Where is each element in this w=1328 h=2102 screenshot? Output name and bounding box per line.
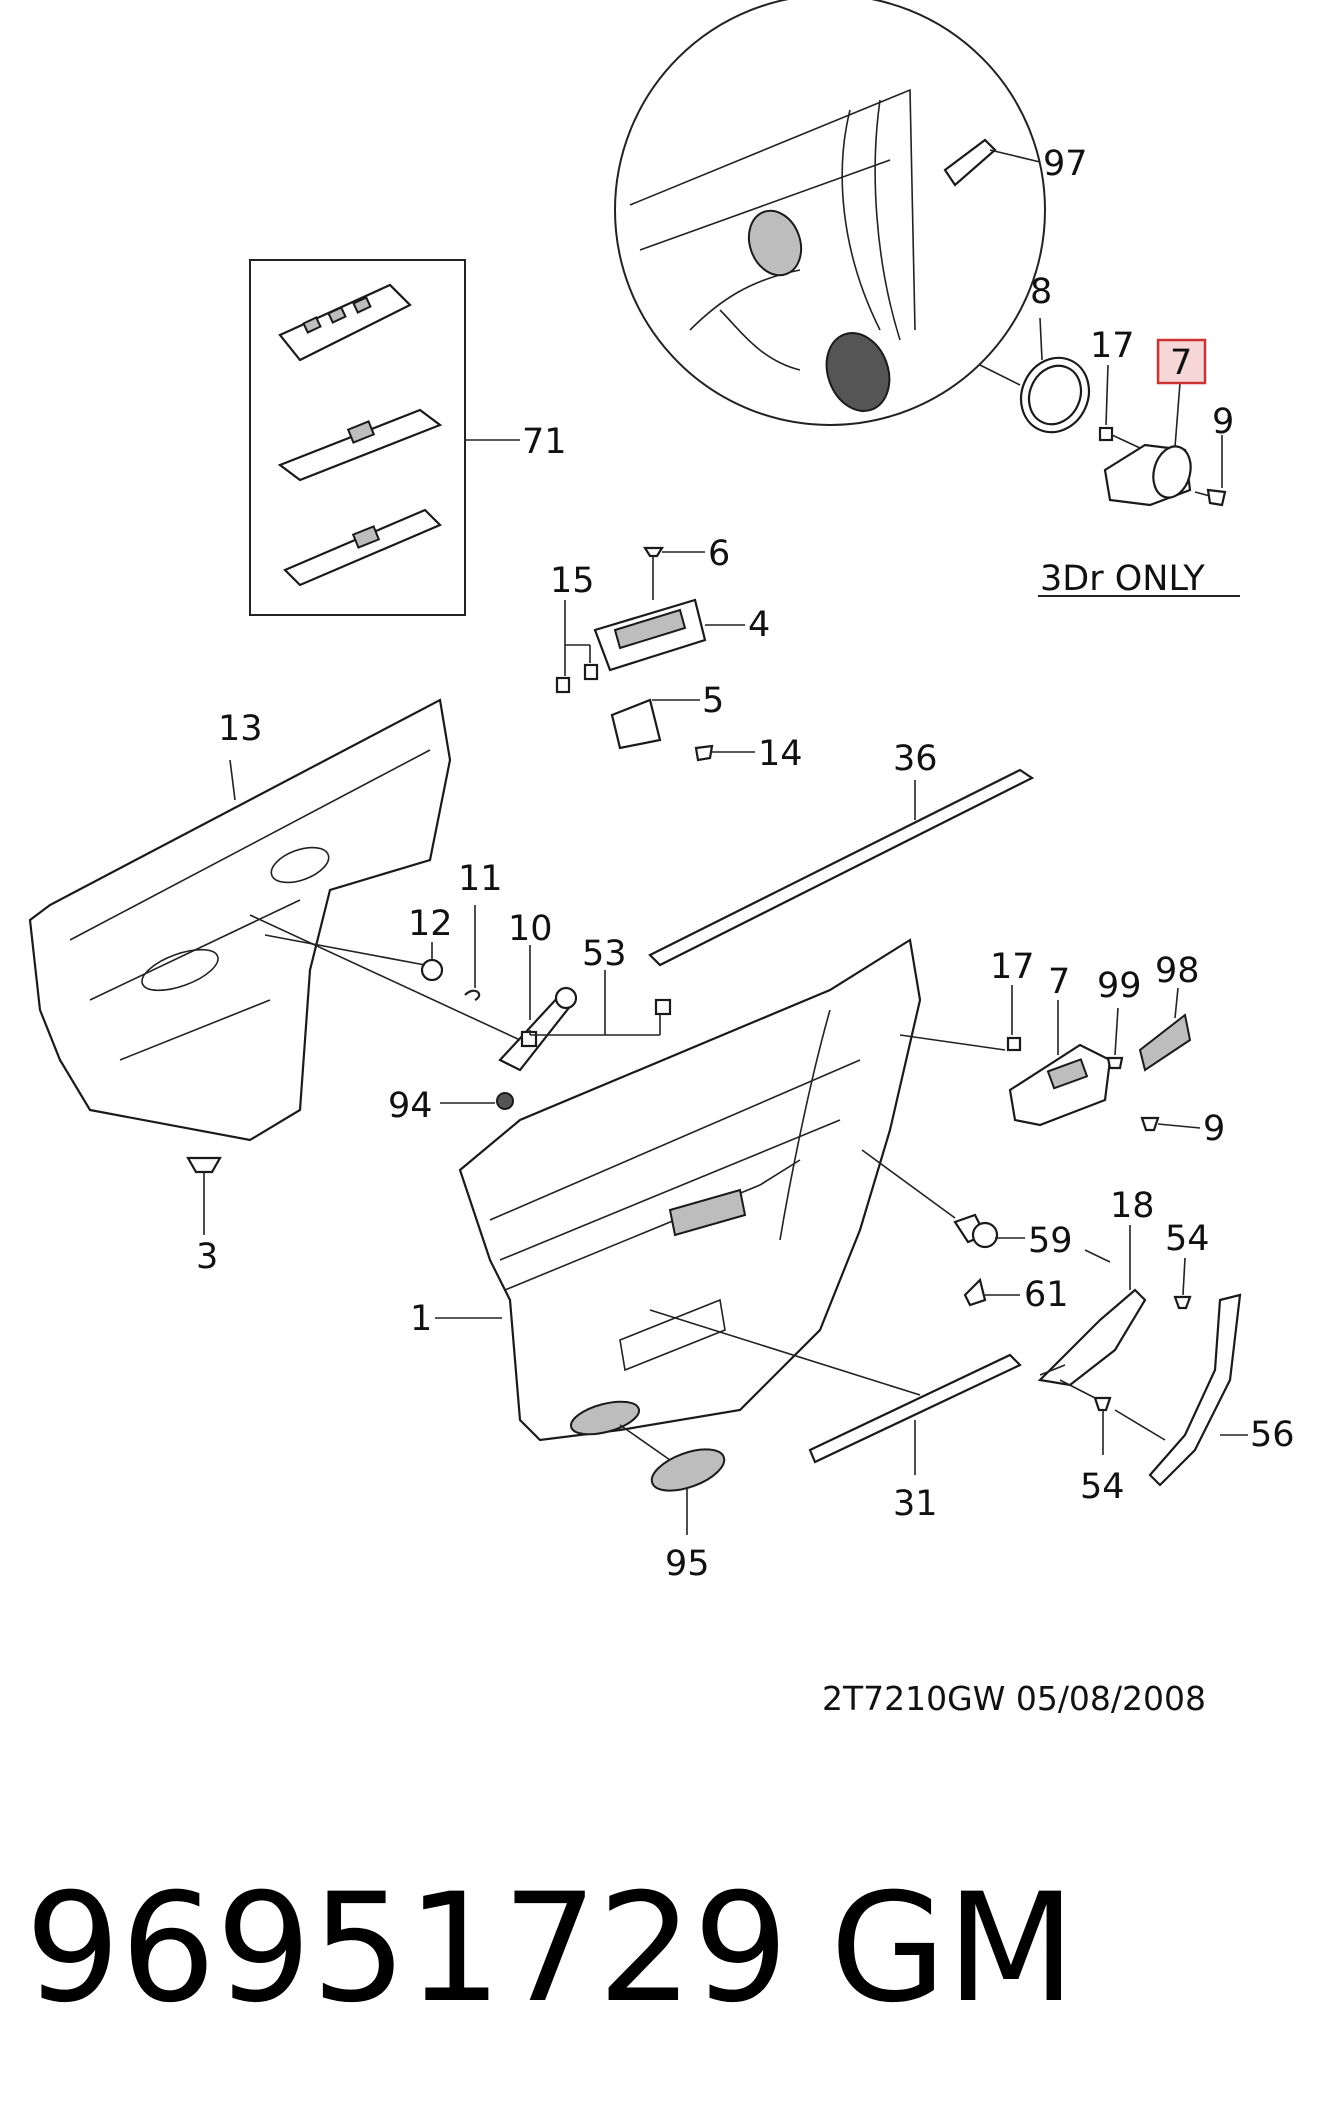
callout-31: 31 [893, 1484, 938, 1524]
brand-caption: GM [830, 1862, 1076, 2036]
callout-10: 10 [508, 909, 553, 949]
screw-9-mid [1140, 1116, 1201, 1132]
handle-assembly-7-highlight [1103, 382, 1192, 507]
callout-97: 97 [1043, 144, 1088, 184]
screw-9-top [1194, 435, 1227, 507]
callout-98: 98 [1155, 951, 1200, 991]
nut-17-mid [1006, 985, 1022, 1052]
belt-molding-36 [648, 768, 1035, 967]
water-deflector-13 [28, 698, 452, 1142]
nut-17-top [1098, 364, 1141, 449]
armrest-trim-31 [649, 1309, 1022, 1475]
pillar-trim-56 [1114, 1293, 1248, 1487]
screw-54-bottom [1059, 1379, 1112, 1455]
callout-18: 18 [1110, 1186, 1155, 1226]
switch-bezel-4 [593, 598, 745, 672]
window-switch-box-71 [249, 259, 520, 616]
callout-53: 53 [582, 934, 627, 974]
callout-54-top: 54 [1165, 1219, 1210, 1259]
callout-54-bottom: 54 [1080, 1467, 1125, 1507]
callout-7-mid: 7 [1048, 962, 1070, 1002]
bracket-5 [610, 698, 700, 750]
clip-11 [464, 905, 481, 1001]
speaker-grille-95 [619, 1424, 726, 1535]
callout-36: 36 [893, 739, 938, 779]
callout-8: 8 [1030, 272, 1052, 312]
callout-15: 15 [550, 561, 595, 601]
callout-11: 11 [458, 859, 503, 899]
callout-12: 12 [408, 904, 453, 944]
inner-handle-7 [899, 1000, 1112, 1127]
callout-94: 94 [388, 1086, 433, 1126]
clips-53 [249, 914, 672, 1048]
callout-13: 13 [218, 709, 263, 749]
callout-95: 95 [665, 1544, 710, 1584]
speaker-ring-8 [979, 317, 1091, 434]
window-crank-10 [498, 945, 578, 1072]
push-pin-3 [186, 1156, 222, 1235]
detail-circle [614, 0, 1046, 426]
callout-14: 14 [758, 734, 803, 774]
screw-6 [643, 546, 705, 600]
screw-54-top [1173, 1257, 1192, 1310]
diagram-footer-code: 2T7210GW 05/08/2008 [822, 1679, 1206, 1718]
callout-17-mid: 17 [990, 947, 1035, 987]
highlight-box-7 [1156, 338, 1207, 385]
callout-9-top: 9 [1212, 402, 1234, 442]
lock-knob-59 [861, 1149, 1025, 1249]
callout-3: 3 [196, 1237, 218, 1277]
callout-4: 4 [748, 605, 770, 645]
clips-15 [555, 600, 599, 694]
callout-61: 61 [1024, 1275, 1069, 1315]
callout-9-mid: 9 [1203, 1109, 1225, 1149]
cover-98 [1138, 987, 1192, 1072]
callout-1: 1 [410, 1299, 432, 1339]
callout-17-top: 17 [1090, 326, 1135, 366]
grommet-12 [264, 934, 444, 982]
label-3dr-only: 3Dr ONLY [1040, 559, 1205, 599]
callout-56: 56 [1250, 1415, 1295, 1455]
nut-94 [440, 1092, 514, 1110]
screw-99 [1106, 1007, 1124, 1070]
callout-6: 6 [708, 534, 730, 574]
cap-61 [963, 1277, 1020, 1307]
callout-5: 5 [702, 681, 724, 721]
screw-14 [694, 744, 755, 762]
callout-71: 71 [522, 422, 567, 462]
part-number-caption: 96951729 [25, 1862, 788, 2036]
callout-99: 99 [1097, 966, 1142, 1006]
callout-7-highlight: 7 [1170, 343, 1192, 383]
door-trim-panel-1 [435, 938, 922, 1442]
callout-59: 59 [1028, 1221, 1073, 1261]
